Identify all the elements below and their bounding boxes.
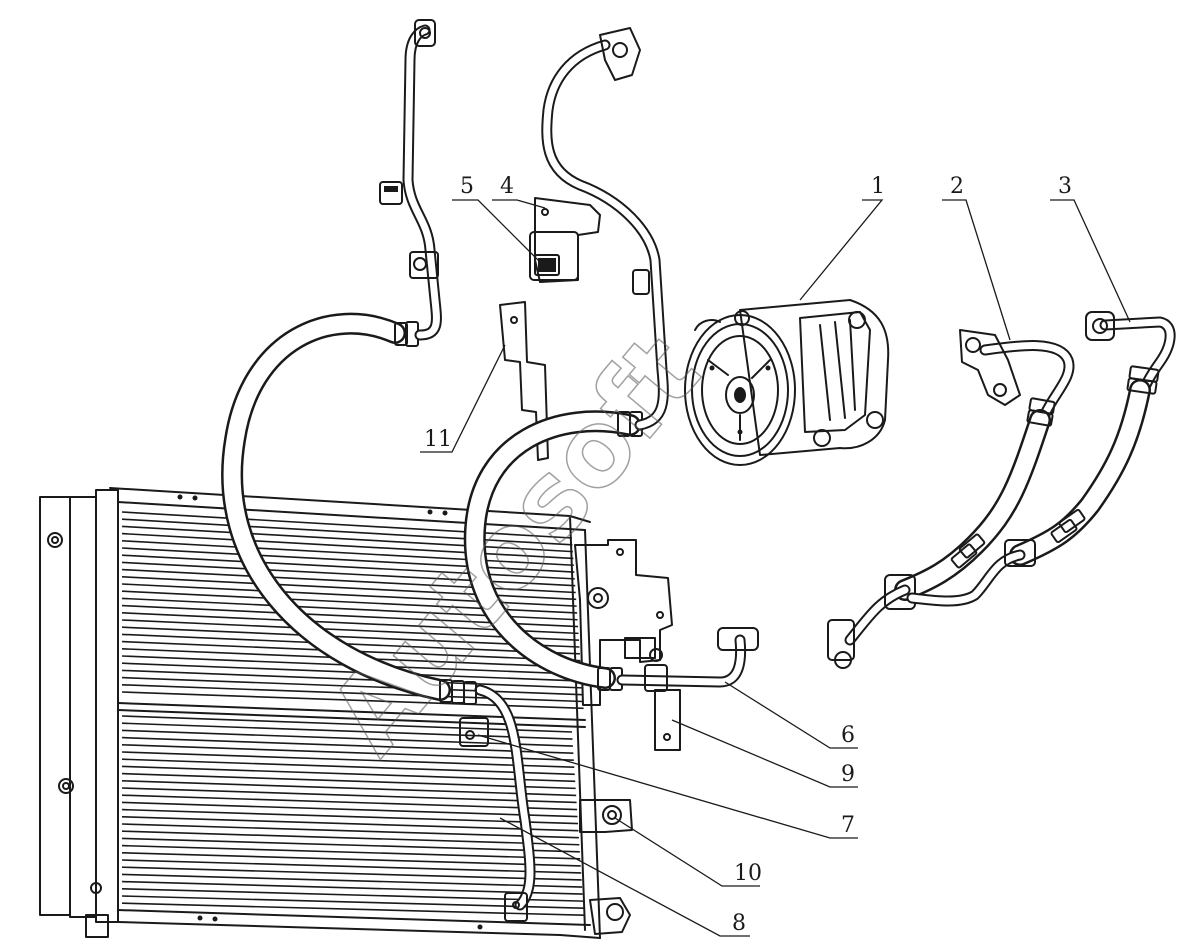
callout-label-9: 9 <box>841 762 855 787</box>
callout-11: 11 <box>420 344 506 453</box>
callout-10: 10 <box>614 817 762 887</box>
leader-line-1 <box>799 199 884 301</box>
condenser-fin-line <box>121 744 574 761</box>
condenser-fin-line <box>121 902 584 917</box>
condenser-fin-line <box>121 880 583 895</box>
leader-line-6 <box>724 681 858 749</box>
callout-label-8: 8 <box>732 911 746 936</box>
condenser-fin-line <box>121 532 574 560</box>
pressure-sensor-connector <box>529 231 579 281</box>
condenser-fin-line <box>121 715 573 733</box>
compressor-suction-hose-assembly <box>827 329 1075 669</box>
callout-9: 9 <box>671 719 858 788</box>
condenser-fin-line <box>121 787 577 804</box>
condenser-fin-line <box>121 816 579 832</box>
callout-label-4: 4 <box>500 174 514 199</box>
condenser-fin-line <box>121 547 575 573</box>
condenser-fin-line <box>121 844 581 860</box>
callout-4: 4 <box>492 174 546 209</box>
callout-8: 8 <box>499 817 750 937</box>
liquid-line-pipe <box>459 684 536 922</box>
condenser-fin-line <box>121 765 576 783</box>
condenser-fin-line <box>121 525 573 553</box>
ac-compressor <box>684 299 890 466</box>
condenser-fin-line <box>121 808 578 825</box>
condenser-fin-line <box>121 561 576 587</box>
leader-line-8 <box>499 817 750 937</box>
hose-clamp-bracket <box>499 301 549 461</box>
condenser-fin-line <box>121 830 580 846</box>
leader-line-7 <box>477 734 858 839</box>
condenser-fin-line <box>121 873 583 888</box>
leader-line-2 <box>942 199 1011 341</box>
condenser-fin-line <box>121 540 574 567</box>
condenser-fin-line <box>121 801 578 818</box>
condenser-fin-line <box>121 626 580 648</box>
condenser-fin-line <box>121 684 584 703</box>
discharge-hose-large-loop <box>221 312 477 705</box>
callouts: 1 2 3 4 5 6 7 8 <box>420 174 1131 937</box>
callout-label-2: 2 <box>950 174 964 199</box>
callout-label-6: 6 <box>841 723 855 748</box>
condenser-fin-line <box>121 794 578 811</box>
condenser-fin-line <box>121 633 580 655</box>
condenser-fin-line <box>121 518 573 546</box>
condenser-fin-line <box>121 823 579 839</box>
condenser-fin-line <box>121 837 580 853</box>
suction-hose-loop <box>463 410 759 692</box>
condenser-fin-line <box>121 895 584 909</box>
condenser-fin-line <box>121 511 573 539</box>
callout-label-7: 7 <box>841 813 855 838</box>
condenser-fin-line <box>121 729 573 747</box>
upper-left-pipe <box>379 19 442 341</box>
leader-line-3 <box>1050 199 1131 323</box>
callout-label-5: 5 <box>460 174 474 199</box>
receiver-drier-bracket <box>574 539 681 751</box>
leader-line-11 <box>420 344 506 453</box>
condenser-fins <box>121 511 584 917</box>
leader-line-9 <box>671 719 858 788</box>
callout-7: 7 <box>477 734 858 839</box>
condenser-fin-line <box>121 554 575 580</box>
condenser-fin-line <box>121 866 582 881</box>
callout-label-10: 10 <box>734 861 762 886</box>
condenser-fin-line <box>121 662 582 682</box>
condenser-fin-line <box>121 722 573 740</box>
callout-label-1: 1 <box>871 174 885 199</box>
condenser-fin-line <box>121 888 584 902</box>
compressor-discharge-hose-assembly <box>906 311 1176 607</box>
condenser-mount-bracket <box>579 799 633 833</box>
callout-2: 2 <box>942 174 1011 341</box>
condenser-fin-line <box>121 780 577 797</box>
condenser-fin-line <box>121 676 583 696</box>
callout-6: 6 <box>724 681 858 749</box>
condenser-fin-line <box>121 859 582 874</box>
upper-center-pipe <box>541 27 669 431</box>
callout-3: 3 <box>1050 174 1131 323</box>
callout-label-11: 11 <box>424 427 452 452</box>
callout-5: 5 <box>452 174 541 263</box>
leader-line-10 <box>614 817 760 887</box>
condenser <box>39 487 631 939</box>
condenser-fin-line <box>121 758 575 776</box>
leader-line-4 <box>492 199 546 209</box>
condenser-fin-line <box>121 736 574 754</box>
condenser-fin-line <box>121 751 575 769</box>
callout-label-3: 3 <box>1058 174 1072 199</box>
condenser-fin-line <box>121 852 581 867</box>
callout-1: 1 <box>799 174 885 301</box>
condenser-fin-line <box>121 772 576 790</box>
leader-line-5 <box>452 199 541 263</box>
condenser-fin-line <box>121 568 576 594</box>
condenser-fin-line <box>121 669 583 689</box>
condenser-fin-line <box>121 576 577 601</box>
